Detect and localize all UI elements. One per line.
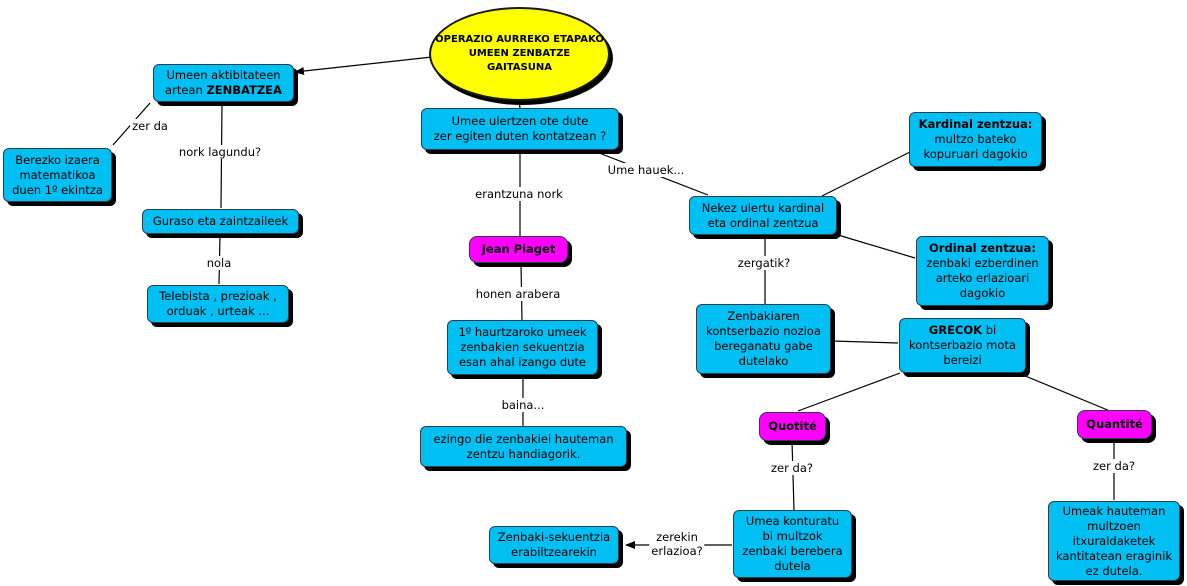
concept-line: Zenbakiaren <box>727 309 800 323</box>
concept-line: multzoen <box>1087 518 1141 533</box>
concept-grecok[interactable]: GRECOK bi kontserbazio mota bereizi <box>899 318 1026 373</box>
concept-line: Jean Piaget <box>481 242 556 256</box>
concept-line: kontserbazio mota <box>909 338 1016 352</box>
concept-berezko-izaera[interactable]: Berezko izaera matematikoa duen 1º ekint… <box>3 148 112 202</box>
concept-line: Umeak hauteman <box>1062 503 1166 518</box>
concept-line: ezingo die zenbakiei hauteman <box>433 431 614 446</box>
concept-line: duen 1º ekintza <box>12 182 103 197</box>
concept-line: esan ahal izango dute <box>458 355 587 369</box>
concept-line: eta ordinal zentzua <box>707 215 819 230</box>
link-label-erantzuna-nork: erantzuna nork <box>473 187 565 201</box>
link-label-line: zerekin <box>656 530 698 544</box>
concept-line: ez dutela. <box>1085 563 1143 578</box>
concept-line: bereganatu gabe <box>714 339 813 353</box>
concept-umeak-hauteman[interactable]: Umeak hauteman multzoen itxuraldaketek k… <box>1048 501 1180 581</box>
concept-bold-text: GRECOK <box>928 323 983 337</box>
concept-ordinal-zentzua[interactable]: Ordinal zentzua: zenbaki ezberdinen arte… <box>916 236 1049 306</box>
concept-bold-text: Kardinal zentzua: <box>918 117 1033 131</box>
concept-line: 1º haurtzaroko umeek <box>458 325 587 339</box>
concept-line: orduak , urteak ... <box>166 304 270 318</box>
concept-line: Nekez ulertu kardinal <box>701 200 825 215</box>
concept-line: Zenbaki-sekuentzia <box>497 530 611 544</box>
concept-line: erabiltzearekin <box>511 545 597 559</box>
root-topic[interactable]: OPERAZIO AURREKO ETAPAKO UMEEN ZENBATZE … <box>429 7 610 101</box>
link-label-baina: baina... <box>499 398 547 412</box>
concept-text: bi <box>982 323 997 337</box>
concept-line: bi multzok <box>762 529 823 543</box>
concept-quantite[interactable]: Quantité <box>1077 410 1152 439</box>
concept-line: Umea konturatu <box>745 514 840 528</box>
concept-line: bereizi <box>943 353 982 367</box>
concept-umea-konturatu[interactable]: Umea konturatu bi multzok zenbaki berebe… <box>733 510 852 578</box>
link-label-line: erlazioa? <box>651 544 703 558</box>
root-line: GAITASUNA <box>487 62 552 73</box>
concept-nekez-ulertu[interactable]: Nekez ulertu kardinal eta ordinal zentzu… <box>689 196 837 235</box>
concept-line: arteko erlazioari <box>935 271 1030 285</box>
link-label-nola: nola <box>204 256 234 270</box>
concept-line: Quotité <box>768 419 817 433</box>
concept-line: Berezko izaera <box>15 152 100 167</box>
link-label-zer-da: zer da <box>130 119 170 133</box>
concept-line: kontserbazio nozioa <box>706 324 821 338</box>
concept-telebista[interactable]: Telebista , prezioak , orduak , urteak .… <box>147 285 289 323</box>
concept-haurtzaroko-umeek[interactable]: 1º haurtzaroko umeek zenbakien sekuentzi… <box>447 320 598 375</box>
concept-line: zentzu handiagorik. <box>466 446 581 461</box>
concept-text: artean <box>165 83 207 97</box>
link-label-ume-hauek: Ume hauek... <box>605 163 687 177</box>
concept-guraso-zaintzaileek[interactable]: Guraso eta zaintzaileek <box>142 209 299 234</box>
concept-jean-piaget[interactable]: Jean Piaget <box>469 236 568 263</box>
concept-line: dagokio <box>959 286 1006 300</box>
concept-line: Umee ulertzen ote dute <box>451 114 589 128</box>
concept-line: zenbaki ezberdinen <box>926 256 1039 270</box>
concept-ezingo-die[interactable]: ezingo die zenbakiei hauteman zentzu han… <box>420 426 627 467</box>
link-label-honen-arabera: honen arabera <box>473 287 563 301</box>
concept-line: dutela <box>774 559 811 573</box>
concept-line: multzo bateko <box>934 132 1017 146</box>
concept-line: Umeen aktibitateen <box>166 68 281 82</box>
concept-kontserbazio-nozioa[interactable]: Zenbakiaren kontserbazio nozioa beregana… <box>696 304 831 374</box>
concept-line: kopuruari dagokio <box>923 147 1028 161</box>
concept-line: Telebista , prezioak , <box>159 289 277 303</box>
concept-bold-text: Ordinal zentzua: <box>929 241 1036 255</box>
concept-line: matematikoa <box>19 167 96 182</box>
concept-umee-ulertzen[interactable]: Umee ulertzen ote dute zer egiten duten … <box>421 108 619 150</box>
link-label-nork-lagundu: nork lagundu? <box>176 145 264 159</box>
concept-kardinal-zentzua[interactable]: Kardinal zentzua: multzo bateko kopuruar… <box>909 112 1042 167</box>
link-label-zer-da-quantite: zer da? <box>1091 459 1137 473</box>
link-label-zergatik: zergatik? <box>735 256 793 270</box>
concept-line: Guraso eta zaintzaileek <box>152 214 289 228</box>
concept-line: kantitatean eraginik <box>1055 548 1173 563</box>
concept-line: dutelako <box>738 354 789 368</box>
root-line: UMEEN ZENBATZE <box>468 48 571 59</box>
concept-line: zenbakien sekuentzia <box>460 340 585 354</box>
concept-line: zer egiten duten kontatzean ? <box>433 129 607 143</box>
concept-line: zenbaki berebera <box>742 544 843 558</box>
concept-line-1: GRECOK bi <box>929 323 996 338</box>
concept-umeen-aktibitateen[interactable]: Umeen aktibitateen artean ZENBATZEA <box>153 64 294 102</box>
concept-line: itxuraldaketek <box>1072 533 1156 548</box>
concept-zenbaki-sekuentzia[interactable]: Zenbaki-sekuentzia erabiltzearekin <box>489 526 619 564</box>
concept-line-2: artean ZENBATZEA <box>165 83 282 98</box>
root-line: OPERAZIO AURREKO ETAPAKO <box>435 34 604 45</box>
concept-line: Quantité <box>1086 417 1143 431</box>
link-label-zer-da-quotite: zer da? <box>769 461 815 475</box>
concept-quotite[interactable]: Quotité <box>759 412 826 441</box>
concept-bold-text: ZENBATZEA <box>206 83 282 97</box>
link-label-zerekin: zerekin erlazioa? <box>649 530 705 558</box>
